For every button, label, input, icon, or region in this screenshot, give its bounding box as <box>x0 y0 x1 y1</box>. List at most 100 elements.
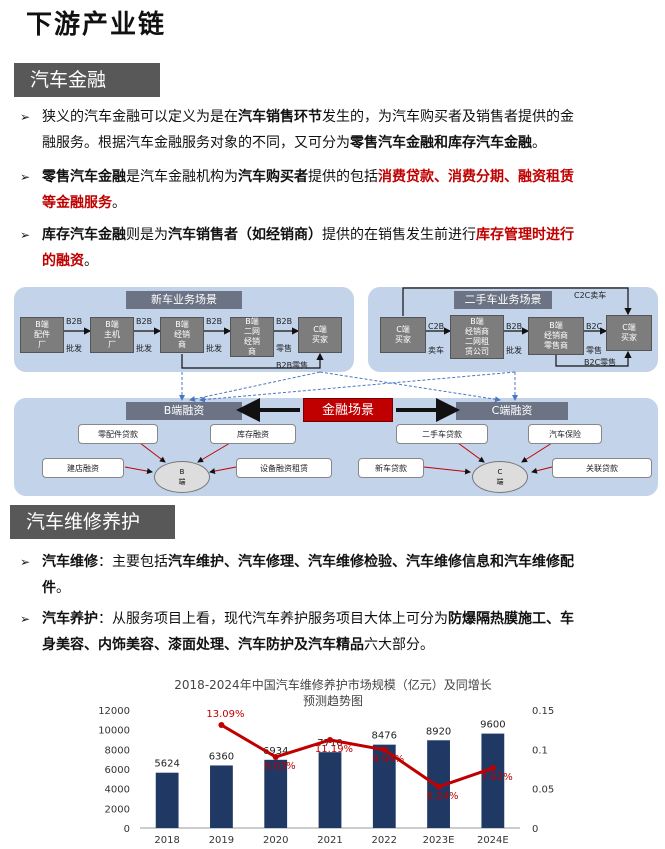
chart-title-block: 2018-2024年中国汽车维修养护市场规模（亿元）及同增长 预测趋势图 <box>108 677 558 709</box>
text-run: 等金融服务 <box>42 195 112 211</box>
y-tick-label: 2000 <box>105 804 130 815</box>
text-run: 汽车维修 <box>42 554 98 570</box>
bullet-icon: ➢ <box>20 555 31 569</box>
y-tick-label: 4000 <box>105 785 130 796</box>
text-run: 零售汽车金融 <box>42 169 126 185</box>
text-run: ：主要包括 <box>98 554 168 570</box>
text-run: ：从服务项目上看，现代汽车养护服务项目大体上可分为 <box>98 611 448 627</box>
finance-scene-label: 金融场景 <box>303 398 393 422</box>
growth-point <box>272 753 279 760</box>
bar-value-label: 9600 <box>480 720 505 731</box>
edge-label: B2C零售 <box>584 358 617 367</box>
x-tick-label: 2019 <box>209 835 234 846</box>
b-finance-title: B端融资 <box>126 402 242 420</box>
text-run: 汽车销售者（如经销商） <box>168 227 322 243</box>
growth-label: 9.94% <box>372 754 404 765</box>
text-run: 防爆隔热膜施工、车 <box>448 611 574 627</box>
chart-subtitle: 预测趋势图 <box>302 694 363 708</box>
diagram-connectors <box>64 287 632 475</box>
bar <box>155 772 179 828</box>
node-b-oem: B端主机厂 <box>90 317 134 353</box>
paragraph-inventory-finance: ➢库存汽车金融则是为汽车销售者（如经销商）提供的在销售发生前进行库存管理时进行 … <box>20 222 656 274</box>
text-run: 狭义的汽车金融可以定义为是在 <box>42 109 238 125</box>
bullet-icon: ➢ <box>20 228 31 242</box>
edge-label: C2C卖车 <box>574 291 607 300</box>
page-title: 下游产业链 <box>26 10 167 40</box>
edge-label: B2C <box>586 322 603 331</box>
text-run: 六大部分。 <box>364 637 434 653</box>
edge-label: B2B <box>276 317 293 326</box>
text-run: 身美容、内饰美容、漆面处理、汽车防护及汽车精品 <box>42 637 364 653</box>
text-run: 。 <box>84 253 98 269</box>
bar-value-label: 8920 <box>426 726 451 737</box>
new-car-title: 新车业务场景 <box>126 291 242 309</box>
node-b-dealer: B端经销商 <box>160 317 204 353</box>
y-tick-label: 0 <box>124 824 130 835</box>
edge-label: 批发 <box>66 344 82 353</box>
y-tick-label: 10000 <box>98 726 130 737</box>
text-run: 的融资 <box>42 253 84 269</box>
y-tick-label: 8000 <box>105 745 130 756</box>
growth-point <box>218 722 225 729</box>
growth-point <box>327 736 333 743</box>
y-tick-label: 12000 <box>98 706 130 717</box>
text-run: 消费贷款、消费分期、融资租赁 <box>378 169 574 185</box>
edge-label: 零售 <box>276 344 292 353</box>
x-tick-label: 2024E <box>477 835 509 846</box>
section-heading-maintenance: 汽车维修养护 <box>10 505 175 539</box>
growth-label: 9.03% <box>264 761 296 772</box>
edge-label: 批发 <box>136 344 152 353</box>
text-run: 提供的包括 <box>308 169 378 185</box>
bar-value-label: 6360 <box>209 751 234 762</box>
node-c-used-buyer: C端买家 <box>606 315 652 351</box>
bar-value-label: 8476 <box>372 731 397 742</box>
paragraph-retail-finance: ➢零售汽车金融是汽车金融机构为汽车购买者提供的包括消费贷款、消费分期、融资租赁 … <box>20 164 656 216</box>
text-run: 件 <box>42 580 56 596</box>
paragraph-auto-repair: ➢汽车维修：主要包括汽车维护、汽车修理、汽车维修检验、汽车维修信息和汽车维修配 … <box>20 549 656 601</box>
text-run: 。 <box>56 580 70 596</box>
x-tick-label: 2020 <box>263 835 288 846</box>
bar-value-label: 5624 <box>154 759 179 770</box>
text-run: 则是为 <box>126 227 168 243</box>
text-run: 。 <box>532 135 546 151</box>
growth-point <box>489 765 496 772</box>
edge-label: B2B零售 <box>276 361 309 370</box>
text-run: 发生的，为汽车购买者及销售者提供的金 <box>322 109 574 125</box>
text-run: 零售汽车金融和库存汽车金融 <box>350 135 532 151</box>
edge-label: B2B <box>206 317 223 326</box>
growth-label: 11.19% <box>315 744 353 755</box>
bar <box>318 752 342 828</box>
c-item-new-car-loan: 新车贷款 <box>358 458 424 478</box>
edge-label: B2B <box>136 317 153 326</box>
edge-label: 批发 <box>506 346 522 355</box>
y2-tick-label: 0.05 <box>532 785 554 796</box>
b-item-parts-loan: 零配件贷款 <box>78 424 158 444</box>
c-item-used-car-loan: 二手车贷款 <box>396 424 488 444</box>
bullet-icon: ➢ <box>20 612 31 626</box>
text-run: 汽车购买者 <box>238 169 308 185</box>
node-c-seller: C端买家 <box>380 317 426 353</box>
growth-line <box>220 723 494 789</box>
market-size-chart: 02000400060008000100001200000.050.10.155… <box>98 706 554 846</box>
node-c-buyer: C端买家 <box>298 317 342 353</box>
chart-title: 2018-2024年中国汽车维修养护市场规模（亿元）及同增长 <box>174 678 492 692</box>
edge-label: B2B <box>506 322 523 331</box>
growth-point <box>381 746 388 753</box>
x-tick-label: 2018 <box>154 835 179 846</box>
bar <box>481 733 505 828</box>
node-b-used-dealer: B端经销商二网租赁公司 <box>450 315 504 359</box>
bar <box>372 744 396 828</box>
y2-tick-label: 0 <box>532 824 538 835</box>
edge-label: 批发 <box>206 344 222 353</box>
bullet-icon: ➢ <box>20 110 31 124</box>
bar <box>264 759 288 828</box>
text-run: 融服务。根据汽车金融服务对象的不同，又可分为 <box>42 135 350 151</box>
c-item-related-loan: 关联贷款 <box>552 458 652 478</box>
bullet-icon: ➢ <box>20 170 31 184</box>
b-item-equipment-lease: 设备融资租赁 <box>236 458 332 478</box>
text-run: 汽车养护 <box>42 611 98 627</box>
c-finance-title: C端融资 <box>456 402 568 420</box>
paragraph-auto-finance-definition: ➢狭义的汽车金融可以定义为是在汽车销售环节发生的，为汽车购买者及销售者提供的金 … <box>20 104 656 156</box>
text-run: 是汽车金融机构为 <box>126 169 238 185</box>
paragraph-auto-care: ➢汽车养护：从服务项目上看，现代汽车养护服务项目大体上可分为防爆隔热膜施工、车 … <box>20 606 656 658</box>
